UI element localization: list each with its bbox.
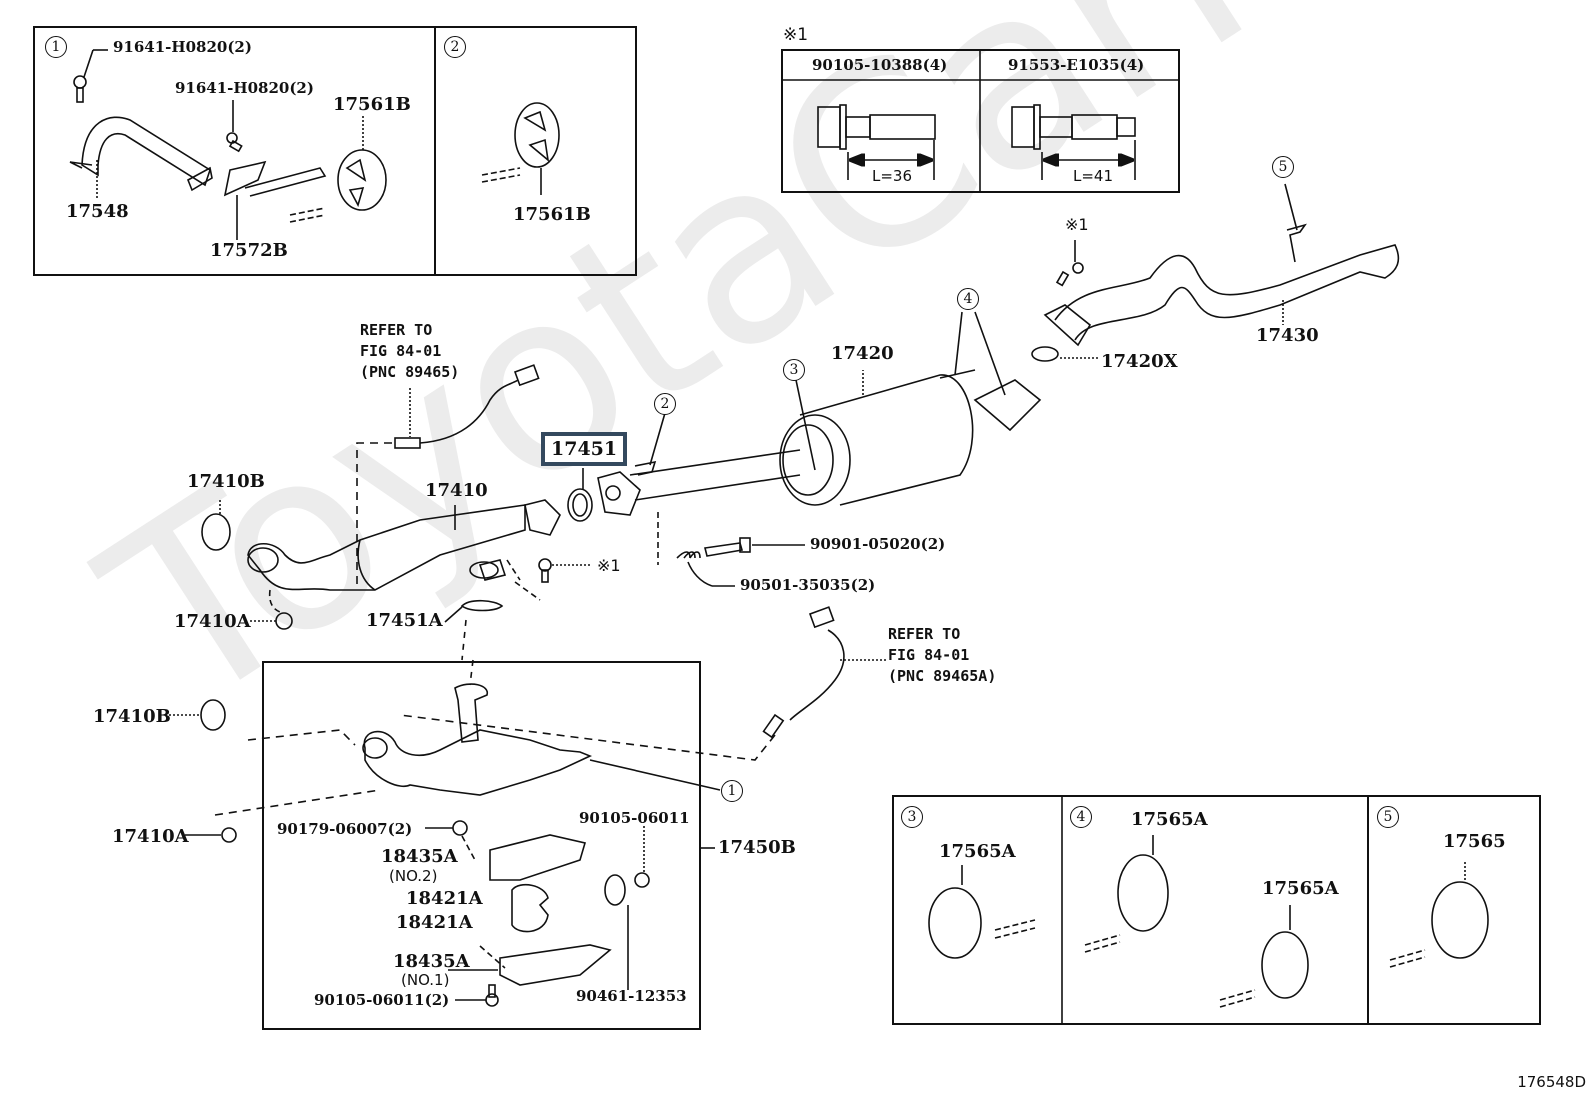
bolt-l36-drawing [817,104,936,180]
hanger-17565-p5-drawing [1389,860,1489,968]
sensor-ref-front-line1: REFER TO [360,321,433,339]
bolt-91641-top-drawing [73,49,108,103]
muffler-17420-drawing [779,311,1042,506]
note-length-36: L=36 [872,167,913,185]
note-part-91553-e1035[interactable]: 91553-E1035(4) [1008,56,1145,74]
callout-3-panel: 3 [901,806,923,828]
callout-3-main: 3 [783,359,805,381]
label-90461-12353[interactable]: 90461-12353 [576,987,687,1005]
bolt-spring-drawing [657,512,805,587]
support-17572B-drawing [223,160,327,240]
note-part-90105-10388[interactable]: 90105-10388(4) [812,56,948,74]
label-17565A-p3[interactable]: 17565A [939,841,1016,862]
callout-1-inset: 1 [45,36,67,58]
note-ref-tail: ※1 [1065,215,1089,234]
sensor-ref-front-line2: FIG 84-01 [360,342,442,360]
label-17561B-inset1[interactable]: 17561B [333,94,411,115]
label-17420X[interactable]: 17420X [1101,351,1178,372]
callout-1-main: 1 [721,780,743,802]
hanger-17561B-inset2-drawing [481,102,560,195]
callout-4-main: 4 [957,288,979,310]
label-17430[interactable]: 17430 [1256,325,1319,346]
sensor-ref-rear: REFER TO FIG 84-01 (PNC 89465A) [888,624,996,687]
note-mark-1: ※1 [783,25,809,45]
subassembly-frame [262,661,701,1030]
label-90901-05020[interactable]: 90901-05020(2) [810,535,946,553]
midpipe-drawing [567,412,801,522]
sensor-ref-rear-line1: REFER TO [888,625,961,643]
label-17451A[interactable]: 17451A [366,610,443,631]
label-17451-highlighted[interactable]: 17451 [541,432,628,466]
sensor-ref-rear-line2: FIG 84-01 [888,646,970,664]
label-17410A-top[interactable]: 17410A [174,611,251,632]
label-90179-06007[interactable]: 90179-06007(2) [277,820,413,838]
callout-2-main: 2 [654,393,676,415]
note-ref-mid: ※1 [597,556,621,575]
label-17561B-inset2[interactable]: 17561B [513,204,591,225]
label-17410B-top[interactable]: 17410B [187,471,265,492]
label-90105-06011-right[interactable]: 90105-06011 [579,809,690,827]
hanger-17565A-p3-drawing [928,865,1036,959]
label-17572B[interactable]: 17572B [210,240,288,261]
inset-frame-1-2 [33,26,637,276]
o2-sensor-front-drawing [356,364,540,590]
bolt-l41-drawing [1011,104,1136,180]
label-17565A-p4b[interactable]: 17565A [1262,878,1339,899]
label-17450B[interactable]: 17450B [718,837,796,858]
label-17410A-low[interactable]: 17410A [112,826,189,847]
label-18435A-no2[interactable]: 18435A [381,846,458,867]
sensor-ref-front: REFER TO FIG 84-01 (PNC 89465) [360,320,459,383]
label-17565-p5[interactable]: 17565 [1443,831,1506,852]
label-17548[interactable]: 17548 [66,201,129,222]
bolt-91641-mid-drawing [226,100,243,153]
sensor-ref-front-line3: (PNC 89465) [360,363,460,381]
label-18421A-lower[interactable]: 18421A [396,912,473,933]
callout-2-inset: 2 [444,36,466,58]
label-17410B-low[interactable]: 17410B [93,706,171,727]
tailpipe-17430-drawing [1031,183,1400,362]
hangers-panel-frame [892,795,1541,1025]
label-18435A-no1-sub: (NO.1) [401,971,450,989]
label-18435A-no1[interactable]: 18435A [393,951,470,972]
bracket-17548-drawing [69,116,213,200]
hanger-17561B-inset1-drawing [289,115,387,223]
callout-5-panel: 5 [1377,806,1399,828]
sensor-ref-rear-line3: (PNC 89465A) [888,667,997,685]
label-17410[interactable]: 17410 [425,480,488,501]
callout-4-panel: 4 [1070,806,1092,828]
label-90105-06011-bottom[interactable]: 90105-06011(2) [314,991,450,1009]
note-length-41: L=41 [1073,167,1114,185]
label-17420[interactable]: 17420 [831,343,894,364]
diagram-id: 176548D [1517,1073,1586,1091]
hanger-17565A-p4b-drawing [1219,905,1309,1008]
front-pipe-17410-drawing [201,499,590,661]
label-91641-h0820-mid[interactable]: 91641-H0820(2) [175,79,314,97]
catalytic-converter-17450B-drawing [165,659,721,1007]
label-90501-35035[interactable]: 90501-35035(2) [740,576,876,594]
label-17565A-p4a[interactable]: 17565A [1131,809,1208,830]
label-18421A-upper[interactable]: 18421A [406,888,483,909]
callout-5-main: 5 [1272,156,1294,178]
hanger-17565A-p4a-drawing [1084,835,1169,953]
o2-sensor-rear-drawing [399,606,888,761]
label-91641-h0820-top[interactable]: 91641-H0820(2) [113,38,252,56]
label-18435A-no2-sub: (NO.2) [389,867,438,885]
